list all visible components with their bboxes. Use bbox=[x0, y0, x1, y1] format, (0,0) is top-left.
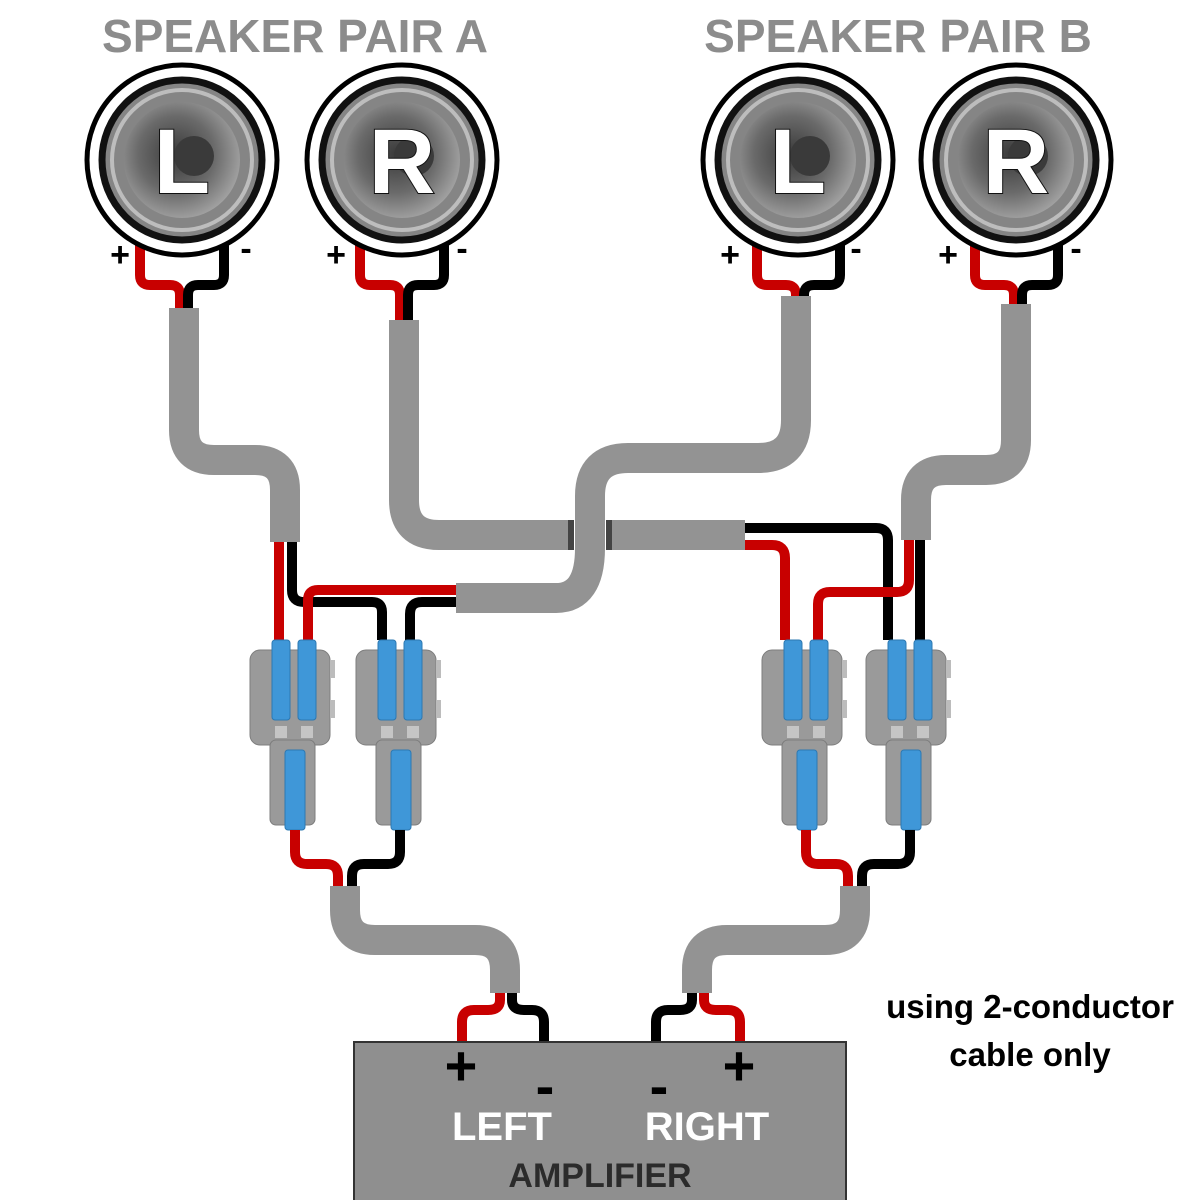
cable-a-left bbox=[169, 308, 300, 542]
cable-b-right bbox=[901, 304, 1031, 540]
amplifier-label: AMPLIFIER bbox=[508, 1157, 691, 1195]
minus-icon: - bbox=[456, 230, 467, 268]
speaker-a-left: L bbox=[87, 65, 277, 255]
speaker-b-left: L bbox=[703, 65, 893, 255]
speaker-letter: R bbox=[983, 111, 1049, 213]
amp-cables bbox=[330, 886, 870, 993]
speaker-pair-a-title: SPEAKER PAIR A bbox=[102, 10, 488, 62]
cable-b-left bbox=[456, 296, 811, 613]
cable-amp-right bbox=[682, 886, 870, 993]
connector-right-negative bbox=[865, 639, 952, 831]
plus-icon: + bbox=[938, 236, 958, 274]
speaker-a-right: R bbox=[307, 65, 497, 255]
amp-left-label: LEFT bbox=[452, 1105, 552, 1149]
speaker-pair-b-title: SPEAKER PAIR B bbox=[704, 10, 1092, 62]
speaker-letter: L bbox=[770, 111, 826, 213]
speaker-letter: R bbox=[369, 111, 435, 213]
connector-wires bbox=[274, 523, 925, 640]
speaker-leads bbox=[135, 245, 1063, 322]
speaker-b-right: R bbox=[921, 65, 1111, 255]
connector-right-positive bbox=[761, 639, 848, 831]
minus-icon: - bbox=[240, 230, 251, 268]
minus-icon: - bbox=[1070, 230, 1081, 268]
amp-left-plus-icon: + bbox=[445, 1034, 478, 1097]
cable-a-right bbox=[389, 320, 570, 550]
speaker-letter: L bbox=[154, 111, 210, 213]
connector-output-wires bbox=[290, 830, 915, 887]
plus-icon: + bbox=[326, 236, 346, 274]
note-line-1: using 2-conductor bbox=[886, 988, 1174, 1025]
amp-leads bbox=[457, 993, 745, 1042]
plus-icon: + bbox=[110, 236, 130, 274]
cable-amp-left bbox=[330, 886, 520, 993]
plus-icon: + bbox=[720, 236, 740, 274]
amp-right-label: RIGHT bbox=[645, 1105, 769, 1149]
note-line-2: cable only bbox=[949, 1036, 1111, 1073]
amp-right-minus-icon: - bbox=[650, 1054, 669, 1117]
connector-left-negative bbox=[355, 639, 442, 831]
amp-left-minus-icon: - bbox=[536, 1054, 555, 1117]
amplifier-body bbox=[353, 1041, 847, 1200]
amp-right-plus-icon: + bbox=[723, 1034, 756, 1097]
connector-left-positive bbox=[249, 639, 336, 831]
amplifier: + - - + LEFT RIGHT AMPLIFIER bbox=[353, 1034, 847, 1200]
speaker-cables bbox=[169, 296, 1031, 613]
minus-icon: - bbox=[850, 230, 861, 268]
